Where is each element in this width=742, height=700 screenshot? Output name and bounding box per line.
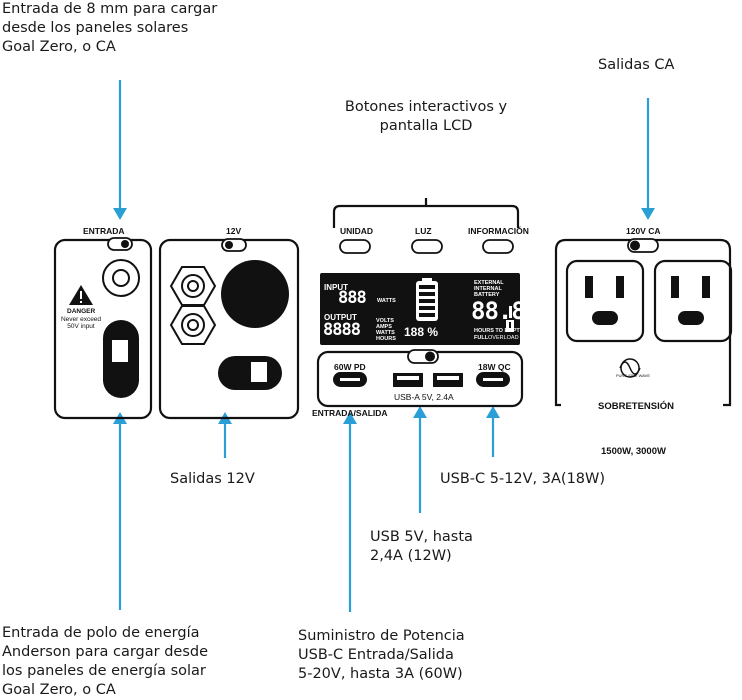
arrowhead-ac	[641, 208, 655, 220]
lcd-units-block: VOLTS AMPS WATTS HOURS	[376, 318, 396, 342]
thermometer-icon	[506, 306, 514, 332]
callout-usbc-pd: Suministro de Potencia USB-C Entrada/Sal…	[298, 628, 465, 682]
ac-panel-title: 120V CA	[626, 226, 661, 236]
lcd-input-label: INPUT	[324, 283, 348, 292]
lcd-hours-to-empty: HOURS TO EMPTY	[474, 328, 524, 334]
unit-button-label[interactable]: UNIDAD	[340, 226, 374, 236]
info-button-label[interactable]: INFORMACIÓN	[468, 226, 529, 236]
callout-usb-a: USB 5V, hasta 2,4A (12W)	[370, 529, 473, 564]
io-label: ENTRADA/SALIDA	[312, 408, 388, 418]
arrowhead-usbc-pd	[343, 412, 357, 424]
12v-car-port-icon	[221, 260, 289, 328]
arrowhead-8mm	[113, 208, 127, 220]
surge-label: SOBRETENSIÓN	[598, 401, 675, 412]
hex-port-1-icon	[169, 266, 217, 306]
lcd-full: FULL	[474, 335, 489, 341]
panel-12v	[158, 238, 300, 420]
12v-anderson-icon	[218, 356, 282, 390]
hex-port-2-icon	[169, 305, 217, 345]
lcd-overload: OVERLOAD	[488, 335, 519, 341]
callout-ac-outputs: Salidas CA	[598, 57, 675, 73]
light-button-shape	[411, 239, 443, 254]
unit-button-shape	[339, 239, 371, 254]
usb-a-label: USB-A 5V, 2.4A	[394, 392, 454, 402]
pure-sine-label: PURE SINE WAVE	[616, 373, 651, 378]
danger-note: Never exceed 50V input	[60, 316, 102, 330]
callout-buttons-lcd: Botones interactivos y pantalla LCD	[344, 99, 508, 134]
8mm-port-icon	[102, 259, 140, 297]
callout-12v: Salidas 12V	[170, 471, 255, 487]
lcd-battery-labels: EXTERNAL INTERNAL BATTERY	[474, 280, 504, 298]
callout-anderson: Entrada de polo de energía Anderson para…	[2, 625, 208, 698]
input-panel-title: ENTRADA	[83, 226, 125, 236]
info-button-shape	[482, 239, 514, 254]
panel-12v-title: 12V	[226, 226, 242, 236]
lcd-watts-label: WATTS	[377, 298, 396, 304]
danger-label: DANGER	[67, 308, 96, 315]
callout-usbc-qc: USB-C 5-12V, 3A(18W)	[440, 471, 606, 487]
usbc-qc-label: 18W QC	[478, 362, 511, 372]
light-button-label[interactable]: LUZ	[415, 226, 432, 236]
lcd-input-digits: 888	[338, 288, 367, 308]
lcd-right-digits: 88.8	[471, 297, 526, 325]
rating-label: 1500W, 3000W	[601, 446, 666, 457]
lcd-percent: 188 %	[404, 325, 439, 339]
input-panel	[53, 238, 153, 420]
ac-outlet-1-icon	[565, 259, 645, 343]
arrowhead-usb-a	[413, 406, 427, 418]
sine-wave-icon	[619, 358, 641, 378]
usbc-pd-label: 60W PD	[334, 362, 366, 372]
lcd-output-digits: 8888	[323, 320, 361, 340]
arrowhead-usbc-qc	[486, 406, 500, 418]
battery-icon	[416, 278, 438, 321]
buttons-bracket	[332, 204, 520, 228]
callout-8mm-input: Entrada de 8 mm para cargar desde los pa…	[2, 1, 218, 55]
lcd-output-label: OUTPUT	[324, 313, 357, 322]
ac-outlet-2-icon	[653, 259, 733, 343]
